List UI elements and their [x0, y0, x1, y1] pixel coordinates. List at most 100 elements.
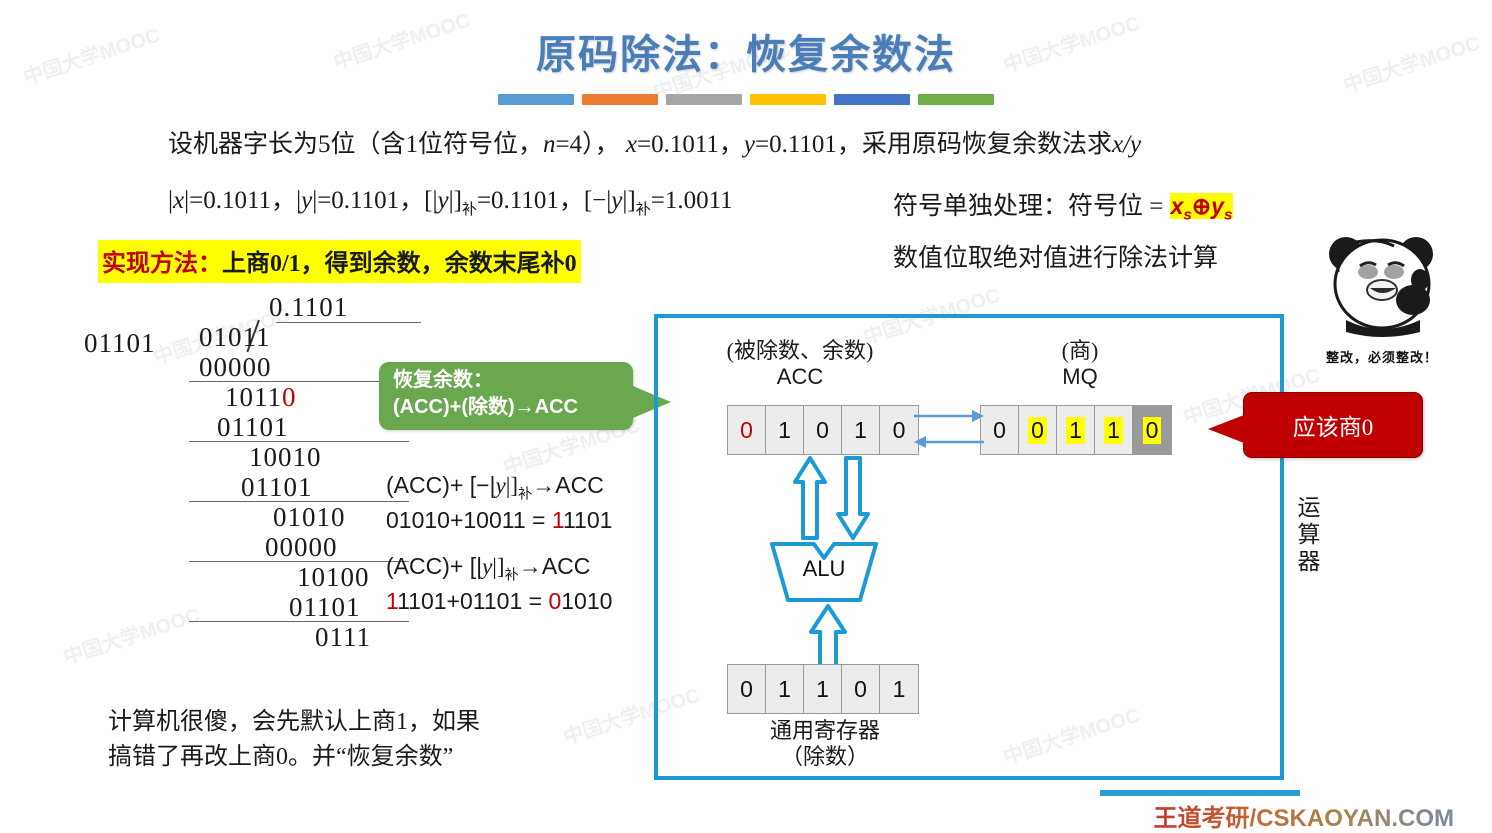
title-bar-4 [750, 94, 826, 105]
gpr-register: 0 1 1 0 1 [727, 664, 919, 714]
division-row: 00000 [189, 352, 409, 382]
mq-caption: (商) MQ [1000, 338, 1160, 390]
y-complement-value: =0.1101， [476, 187, 584, 214]
var-x-over-y: x/y [1111, 131, 1142, 158]
mq-caption-top: (商) [1061, 338, 1099, 363]
should-quotient-zero-callout: 应该商0 [1208, 392, 1423, 458]
mq-register: 0 0 1 1 0 [980, 405, 1172, 455]
sign-formula-highlight: xs⊕ys [1169, 193, 1234, 224]
sign-handling-text: 符号单独处理：符号位 = [893, 193, 1164, 220]
gpr-cell-1: 1 [766, 665, 804, 713]
formula-1-calc-red: 1 [551, 507, 563, 534]
division-quotient: 0.1101 [269, 292, 349, 322]
division-rows: 0.1101 01011 00000 10110 01101 10010 011… [189, 292, 419, 652]
division-divisor: 01101 [84, 328, 156, 358]
restore-remainder-callout: 恢复余数： (ACC)+(除数)→ACC [379, 362, 671, 430]
method-text: 上商0/1，得到余数，余数末尾补0 [222, 251, 577, 277]
formula-2-tail: →ACC [518, 553, 591, 579]
division-row-red-digit: 0 [282, 382, 297, 412]
formula-1-calc: 01010+10011 = 11101 [386, 505, 612, 537]
var-xs: x [1170, 193, 1184, 219]
mq-bit-2: 1 [1066, 416, 1085, 444]
var-y: y [495, 473, 506, 498]
formula-1-calc-pre: 01010+10011 = [386, 507, 552, 534]
var-y: y [611, 187, 623, 214]
problem-text: =0.1101，采用原码恢复余数法求 [755, 131, 1112, 158]
page-title: 原码除法：恢复余数法 [536, 32, 956, 77]
hint-line1: 计算机很傻，会先默认上商1，如果 [108, 709, 480, 735]
callout-green-line2: (ACC)+(除数)→ACC [393, 396, 578, 418]
title-bar-3 [666, 94, 742, 105]
panda-meme-caption: 整改，必须整改！ [1325, 350, 1438, 365]
acc-cell-3: 1 [842, 406, 880, 454]
sign-handling-line1: 符号单独处理：符号位 = xs⊕ys [893, 186, 1234, 224]
acc-bit-1: 1 [778, 416, 791, 443]
subscript-bu: 补 [517, 486, 533, 503]
hint-text: 计算机很傻，会先默认上商1，如果 搞错了再改上商0。并“恢复余数” [108, 705, 480, 775]
mq-bit-1: 0 [1028, 416, 1047, 444]
acc-cell-1: 1 [766, 406, 804, 454]
subscript-bu: 补 [461, 202, 477, 218]
formula-1-tail: →ACC [532, 472, 604, 498]
formula-1-calc-post: 1101 [562, 507, 613, 534]
var-y: y [482, 554, 493, 579]
bracket-close: |] [505, 473, 518, 498]
var-x: x [625, 131, 637, 158]
var-ys: y [1211, 193, 1224, 219]
watermark: 中国大学MOOC [60, 604, 203, 670]
title-bar-5 [834, 94, 910, 105]
division-row-text: 1011 [225, 382, 282, 412]
mq-bit-3: 1 [1104, 416, 1123, 444]
problem-text: =0.1011， [636, 131, 744, 158]
acc-bit-3: 1 [854, 416, 867, 443]
mq-caption-bottom: MQ [1062, 363, 1098, 389]
division-row: 0111 [315, 622, 371, 652]
method-label: 实现方法： [102, 251, 222, 277]
gpr-caption-bottom: （除数） [780, 743, 869, 769]
division-row: 01101 [189, 592, 409, 622]
acc-caption-top: (被除数、余数) [726, 338, 874, 363]
gpr-cell-0: 0 [728, 665, 766, 713]
problem-text: 设机器字长为5位（含1位符号位， [168, 131, 544, 158]
bracket-open: [| [424, 187, 438, 214]
mq-cell-4: 0 [1133, 406, 1171, 454]
bracket-open-neg: [−| [583, 187, 612, 214]
callout-green-line1: 恢复余数： [393, 369, 493, 391]
mq-bit-0: 0 [993, 416, 1006, 443]
subscript-s: s [1223, 206, 1233, 224]
acc-register: 0 1 0 1 0 [727, 405, 919, 455]
acc-cell-0: 0 [728, 406, 766, 454]
title-bar-1 [498, 94, 574, 105]
formula-1-text: (ACC)+ [−| [386, 472, 496, 498]
formula-spacer [386, 537, 612, 551]
formula-2-text: (ACC)+ [| [386, 553, 483, 579]
title-decoration-bars [498, 94, 994, 105]
formula-2: (ACC)+ [|y|]补→ACC [386, 551, 612, 586]
neg-y-complement-value: =1.0011 [650, 187, 733, 214]
acc-bit-0: 0 [740, 416, 753, 443]
subscript-bu: 补 [635, 202, 651, 218]
panda-image [1329, 237, 1433, 337]
method-highlight-bar: 实现方法：上商0/1，得到余数，余数末尾补0 [98, 240, 581, 283]
var-x: x [173, 187, 185, 214]
formula-block: (ACC)+ [−|y|]补→ACC 01010+10011 = 11101 (… [386, 470, 612, 618]
footer-brand: 王道考研/CSKAOYAN.COM [1154, 798, 1454, 833]
acc-cell-4: 0 [880, 406, 918, 454]
mq-cell-3: 1 [1095, 406, 1133, 454]
panda-meme: 整改，必须整改！ [1302, 228, 1462, 366]
abs-x-value: |=0.1011， [184, 187, 297, 214]
title-bar-6 [918, 94, 994, 105]
bracket-close: |] [622, 187, 636, 214]
mq-cell-1: 0 [1019, 406, 1057, 454]
sign-handling-line2: 数值位取绝对值进行除法计算 [893, 245, 1219, 272]
problem-statement-line2: |x|=0.1011，|y|=0.1101，[|y|]补=0.1101，[−|y… [168, 187, 733, 218]
division-row: 00000 [189, 532, 409, 562]
division-top-rule [276, 322, 421, 323]
mq-bit-4: 0 [1142, 416, 1162, 444]
division-row: 10010 [249, 442, 322, 472]
arithmetic-unit-box [654, 314, 1284, 780]
formula-2-calc-mid: 1101+01101 = [397, 588, 549, 615]
formula-1: (ACC)+ [−|y|]补→ACC [386, 470, 612, 505]
var-y: y [743, 131, 756, 158]
division-row: 01010 [273, 502, 346, 532]
